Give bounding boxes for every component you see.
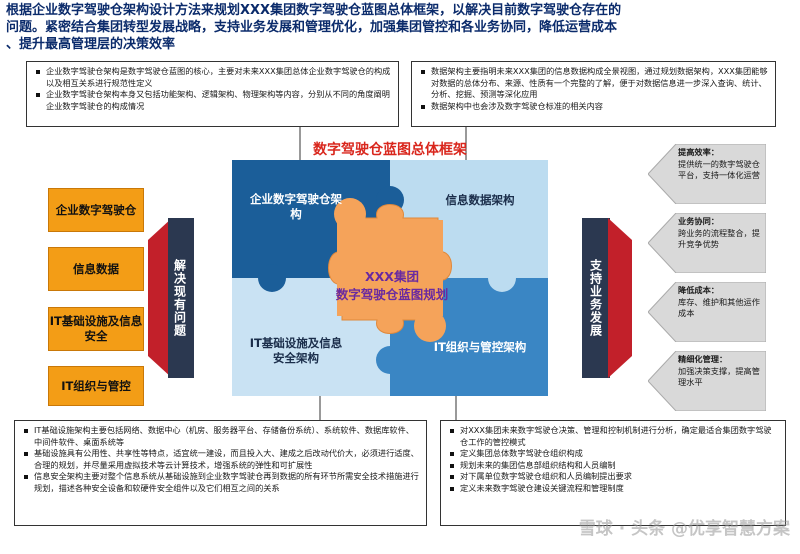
callout-item: 信息安全架构主要对整个信息系统从基础设施到企业数字驾驶仓再到数据的所有环节所需安… xyxy=(23,471,420,494)
diagram-title: 数字驾驶仓蓝图总体框架 xyxy=(313,142,467,158)
quadrant-bottom-left-label: IT基础设施及信息安全架构 xyxy=(249,336,343,365)
quadrant-top-right-label: 信息数据架构 xyxy=(445,193,515,207)
header-line-1: 根据企业数字驾驶仓架构设计方法来规划XXX集团数字驾驶仓蓝图总体框架，以解决目前… xyxy=(6,3,622,18)
top-right-callout: 数据架构主要指明未来XXX集团的信息数据构成全景视图，通过规划数据架构，XXX集… xyxy=(411,61,776,127)
callout-item: 定义集团总体数字驾驶仓组织构成 xyxy=(449,448,779,460)
arrow-title: 降低成本： xyxy=(678,285,719,295)
left-label-org: IT组织与管控 xyxy=(48,366,144,406)
watermark: 雪球 · 头条 @优享智慧方案 xyxy=(578,519,790,539)
callout-item: IT基础设施架构主要包括网络、数据中心（机房、服务器平台、存储备份系统）、系统软… xyxy=(23,425,420,448)
top-left-callout: 企业数字驾驶仓架构是数字驾驶仓蓝图的核心，主要对未来XXX集团总体企业数字驾驶仓… xyxy=(26,61,399,127)
arrow-title: 提高效率： xyxy=(678,147,719,157)
callout-item: 企业数字驾驶仓架构是数字驾驶仓蓝图的核心，主要对未来XXX集团总体企业数字驾驶仓… xyxy=(35,66,392,89)
callout-item: 基础设施具有公用性、共享性等特点，适宜统一建设，而且投入大、建成之后改动代价大，… xyxy=(23,448,420,471)
center-label-line-2: 数字驾驶仓蓝图规划 xyxy=(335,287,449,302)
callout-item: 定义未来数字驾驶仓建设关键流程和管理制度 xyxy=(449,483,779,495)
header-line-3: 、提升最高管理层的决策效率 xyxy=(6,37,176,52)
callout-item: 数据架构主要指明未来XXX集团的信息数据构成全景视图，通过规划数据架构，XXX集… xyxy=(420,66,769,101)
center-label-line-1: XXX集团 xyxy=(365,269,419,284)
callout-item: 对XXX集团未来数字驾驶仓决策、管理和控制机制进行分析，确定最适合集团数字驾驶仓… xyxy=(449,425,779,448)
left-label-enterprise: 企业数字驾驶仓 xyxy=(48,188,144,232)
left-bar-label: 解决现有问题 xyxy=(172,259,187,337)
left-arrow-bar xyxy=(148,218,194,378)
arrow-title: 精细化管理： xyxy=(678,354,728,364)
right-arrow-collaboration: 业务协同：跨业务的流程整合，提升竞争优势 xyxy=(648,213,766,273)
callout-item: 数据架构中也会涉及数字驾驶仓标准的相关内容 xyxy=(420,101,769,113)
framework-puzzle xyxy=(232,160,548,396)
bottom-left-callout: IT基础设施架构主要包括网络、数据中心（机房、服务器平台、存储备份系统）、系统软… xyxy=(14,420,427,526)
header-line-2: 问题。紧密结合集团转型发展战略，支持业务发展和管理优化，加强集团管控和各业务协同… xyxy=(6,20,618,35)
callout-item: 企业数字驾驶仓架构本身又包括功能架构、逻辑架构、物理架构等内容，分别从不同的角度… xyxy=(35,89,392,112)
right-arrow-management: 精细化管理：加强决策支撑，提高管理水平 xyxy=(648,351,766,411)
right-arrow-efficiency: 提高效率：提供统一的数字驾驶仓平台，支持一体化运营 xyxy=(648,144,766,204)
right-bar-label: 支持业务发展 xyxy=(588,259,603,337)
right-arrow-bar xyxy=(582,218,632,378)
callout-item: 对下属单位数字驾驶仓组织和人员编制提出要求 xyxy=(449,471,779,483)
right-arrow-cost: 降低成本：库存、维护和其他运作成本 xyxy=(648,282,766,342)
callout-item: 规划未来的集团信息部组织结构和人员编制 xyxy=(449,460,779,472)
arrow-title: 业务协同： xyxy=(678,216,719,226)
left-label-infra: IT基础设施及信息安全 xyxy=(48,307,144,351)
arrow-body: 加强决策支撑，提高管理水平 xyxy=(678,365,760,388)
left-label-data: 信息数据 xyxy=(48,247,144,291)
arrow-body: 跨业务的流程整合，提升竞争优势 xyxy=(678,227,760,250)
quadrant-bottom-right-label: IT组织与管控架构 xyxy=(433,340,527,354)
bottom-right-callout: 对XXX集团未来数字驾驶仓决策、管理和控制机制进行分析，确定最适合集团数字驾驶仓… xyxy=(440,420,786,526)
page-title: 根据企业数字驾驶仓架构设计方法来规划XXX集团数字驾驶仓蓝图总体框架，以解决目前… xyxy=(6,2,796,53)
quadrant-top-left-label: 企业数字驾驶仓架构 xyxy=(250,192,342,221)
arrow-body: 提供统一的数字驾驶仓平台，支持一体化运营 xyxy=(678,158,760,181)
arrow-body: 库存、维护和其他运作成本 xyxy=(678,296,760,319)
